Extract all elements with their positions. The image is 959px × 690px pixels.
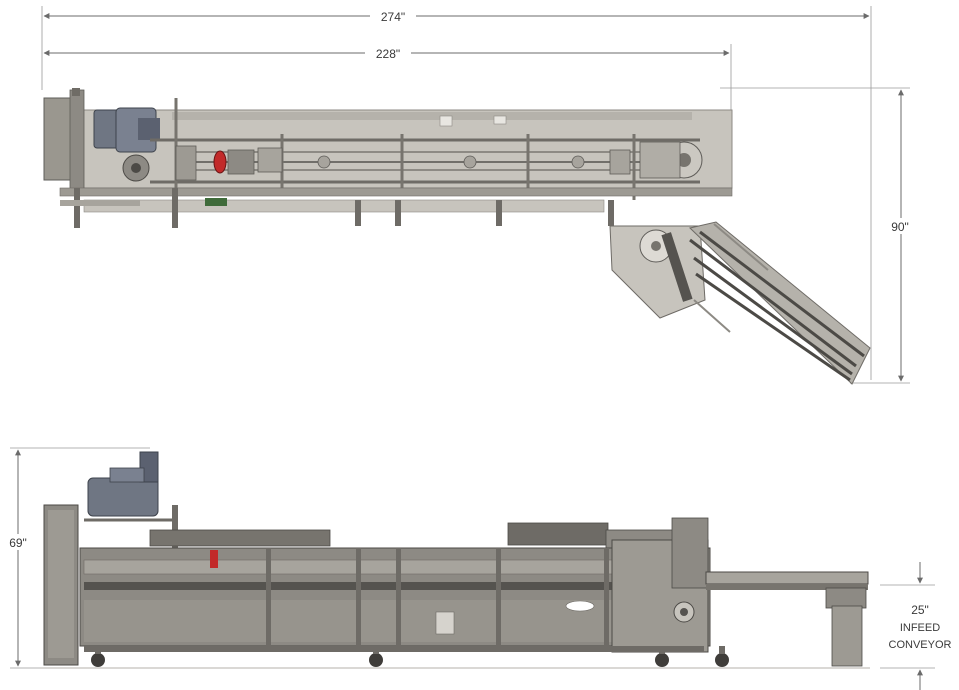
top-view — [43, 88, 871, 385]
dimension-69: 69" — [2, 447, 150, 669]
infeed-label-line2: CONVEYOR — [889, 639, 952, 651]
dimension-25-label: 25" — [911, 603, 929, 617]
infeed-label-line1: INFEED — [900, 622, 940, 634]
casters — [91, 653, 729, 667]
dimension-25: 25" INFEED CONVEYOR — [880, 562, 952, 690]
dimension-274-label: 274" — [381, 10, 405, 24]
red-clutch — [213, 150, 227, 174]
motor — [93, 107, 160, 182]
dimension-228-label: 228" — [376, 47, 400, 61]
side-motor — [87, 451, 159, 517]
dimension-90: 90" — [720, 87, 916, 384]
dimension-90-label: 90" — [891, 220, 909, 234]
infeed-conveyor — [705, 571, 869, 667]
dimension-274: 274" — [41, 6, 872, 380]
angled-discharge-chute — [609, 221, 871, 385]
dimension-69-label: 69" — [9, 536, 27, 550]
side-view — [40, 451, 870, 669]
dimension-228: 228" — [43, 44, 732, 110]
